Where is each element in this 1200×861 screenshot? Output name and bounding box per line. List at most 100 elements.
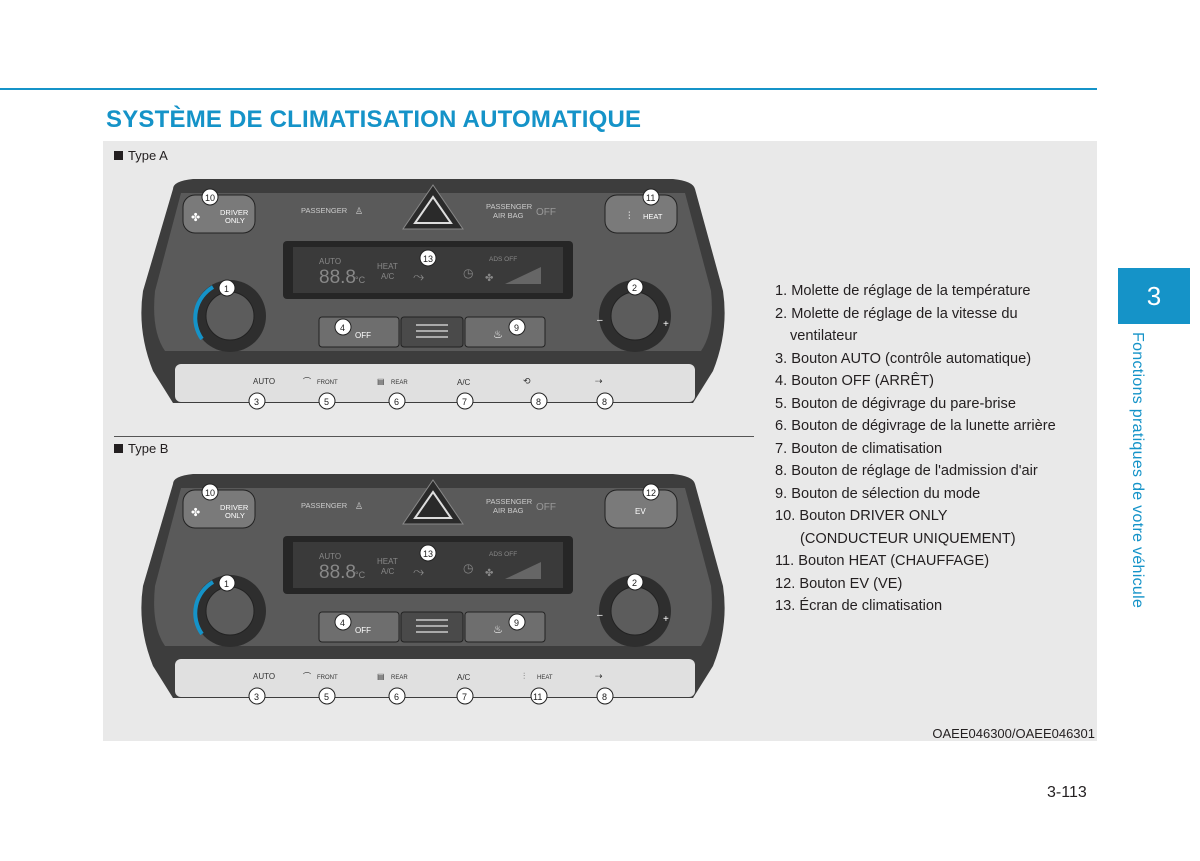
mode-icon: ♨ xyxy=(493,624,503,636)
fan-icon: ✤ xyxy=(191,212,200,224)
front-defrost-label[interactable]: FRONT xyxy=(317,380,338,386)
type-b-label: Type B xyxy=(114,441,168,456)
svg-text:3: 3 xyxy=(254,397,259,407)
display-temp: 88.8 xyxy=(319,562,356,583)
svg-text:2: 2 xyxy=(632,283,637,293)
callout-13: 13 xyxy=(420,250,436,266)
fresh-air-icon[interactable]: ⇢ xyxy=(595,376,603,386)
auto-button-label[interactable]: AUTO xyxy=(253,377,275,386)
svg-text:11: 11 xyxy=(533,692,542,702)
passenger-text: PASSENGER xyxy=(301,501,348,510)
legend-text: 11. Bouton HEAT (CHAUFFAGE) xyxy=(775,553,989,569)
mode-button[interactable] xyxy=(465,317,545,347)
svg-text:6: 6 xyxy=(394,397,399,407)
fan-minus-icon: – xyxy=(597,610,603,621)
callout-10: 10 xyxy=(202,189,218,205)
legend-item: 10. Bouton DRIVER ONLY (CONDUCTEUR UNIQUE… xyxy=(775,505,1090,550)
legend-text: 5. Bouton de dégivrage du pare-brise xyxy=(775,396,1016,412)
display-heat: HEAT xyxy=(377,557,398,566)
display-clock-icon: ◷ xyxy=(463,561,473,575)
heat-button[interactable] xyxy=(605,195,677,233)
display-ads: ADS OFF xyxy=(489,256,517,263)
svg-text:6: 6 xyxy=(394,692,399,702)
legend-item: 9. Bouton de sélection du mode xyxy=(775,483,1090,506)
svg-text:9: 9 xyxy=(514,323,519,333)
display-mode-icon: ⤳ xyxy=(413,563,424,579)
fan-icon: ✤ xyxy=(191,507,200,519)
temperature-knob[interactable] xyxy=(206,292,254,340)
display-ads: ADS OFF xyxy=(489,551,517,558)
legend-text-cont: (CONDUCTEUR UNIQUEMENT) xyxy=(775,528,1090,551)
airbag-line2: AIR BAG xyxy=(493,211,524,220)
off-label: OFF xyxy=(355,626,371,635)
svg-text:7: 7 xyxy=(462,397,467,407)
legend-text: 8. Bouton de réglage de l'admission d'ai… xyxy=(775,463,1038,479)
legend-item: 5. Bouton de dégivrage du pare-brise xyxy=(775,393,1090,416)
callout-13: 13 xyxy=(420,545,436,561)
callout-9: 9 xyxy=(509,319,525,335)
temperature-knob[interactable] xyxy=(206,587,254,635)
legend-text: 2. Molette de réglage de la vitesse du xyxy=(775,306,1018,322)
auto-button-label[interactable]: AUTO xyxy=(253,672,275,681)
recirc-icon[interactable]: ⟲ xyxy=(523,376,531,386)
svg-text:13: 13 xyxy=(423,549,433,559)
legend-text: 13. Écran de climatisation xyxy=(775,598,942,614)
mode-icon: ♨ xyxy=(493,329,503,341)
callout-4: 4 xyxy=(335,614,351,630)
display-fan-icon: ✤ xyxy=(485,568,493,579)
ac-button-label[interactable]: A/C xyxy=(457,673,471,682)
front-defrost-icon: ⌒ xyxy=(303,672,311,681)
seat-icon: ♙ xyxy=(355,206,363,216)
legend-text: 12. Bouton EV (VE) xyxy=(775,576,902,592)
mode-button[interactable] xyxy=(465,612,545,642)
svg-text:5: 5 xyxy=(324,397,329,407)
heat-button-label: HEAT xyxy=(643,212,663,221)
rear-defrost-label[interactable]: REAR xyxy=(391,675,408,681)
driver-line2: ONLY xyxy=(225,216,245,225)
airbag-line1: PASSENGER xyxy=(486,202,533,211)
display-mode-icon: ⤳ xyxy=(413,268,424,284)
display-ac: A/C xyxy=(381,567,395,576)
callout-4: 4 xyxy=(335,319,351,335)
type-a-label: Type A xyxy=(114,148,168,163)
heat-waves-icon: ⫶ xyxy=(628,211,631,222)
chapter-tab: 3 xyxy=(1118,268,1190,324)
front-defrost-label[interactable]: FRONT xyxy=(317,675,338,681)
chapter-title: Fonctions pratiques de votre véhicule xyxy=(1128,332,1150,632)
legend-item: 13. Écran de climatisation xyxy=(775,595,1090,618)
svg-text:8: 8 xyxy=(536,397,541,407)
display-fan-icon: ✤ xyxy=(485,273,493,284)
ac-button-label[interactable]: A/C xyxy=(457,378,471,387)
seat-icon: ♙ xyxy=(355,501,363,511)
svg-text:2: 2 xyxy=(632,578,637,588)
control-panel-type-b: DRIVER ONLY ✤ EV PASSENGER ♙ PASSENGER A… xyxy=(133,466,733,706)
svg-text:8: 8 xyxy=(602,397,607,407)
rear-defrost-label[interactable]: REAR xyxy=(391,380,408,386)
legend-text: 4. Bouton OFF (ARRÊT) xyxy=(775,373,934,389)
callout-9: 9 xyxy=(509,614,525,630)
svg-text:4: 4 xyxy=(340,618,345,628)
legend-item: 1. Molette de réglage de la température xyxy=(775,280,1090,303)
fan-plus-icon: + xyxy=(663,614,669,625)
legend-item: 3. Bouton AUTO (contrôle automatique) xyxy=(775,348,1090,371)
fan-speed-knob[interactable] xyxy=(611,587,659,635)
svg-text:4: 4 xyxy=(340,323,345,333)
svg-text:3: 3 xyxy=(254,692,259,702)
svg-text:5: 5 xyxy=(324,692,329,702)
fresh-air-icon[interactable]: ⇢ xyxy=(595,671,603,681)
figure-divider xyxy=(114,436,754,437)
callout-2: 2 xyxy=(627,574,643,590)
svg-text:10: 10 xyxy=(205,488,215,498)
legend-text: 1. Molette de réglage de la température xyxy=(775,283,1031,299)
top-rule xyxy=(0,88,1097,90)
display-temp: 88.8 xyxy=(319,267,356,288)
display-clock-icon: ◷ xyxy=(463,266,473,280)
figure-code: OAEE046300/OAEE046301 xyxy=(932,726,1095,741)
fan-speed-knob[interactable] xyxy=(611,292,659,340)
legend-list: 1. Molette de réglage de la température … xyxy=(775,280,1090,618)
svg-text:8: 8 xyxy=(602,692,607,702)
display-heat: HEAT xyxy=(377,262,398,271)
heat-button-label[interactable]: HEAT xyxy=(537,675,553,681)
legend-text: 10. Bouton DRIVER ONLY xyxy=(775,508,948,524)
heat-waves-icon: ⫶ xyxy=(523,671,525,681)
